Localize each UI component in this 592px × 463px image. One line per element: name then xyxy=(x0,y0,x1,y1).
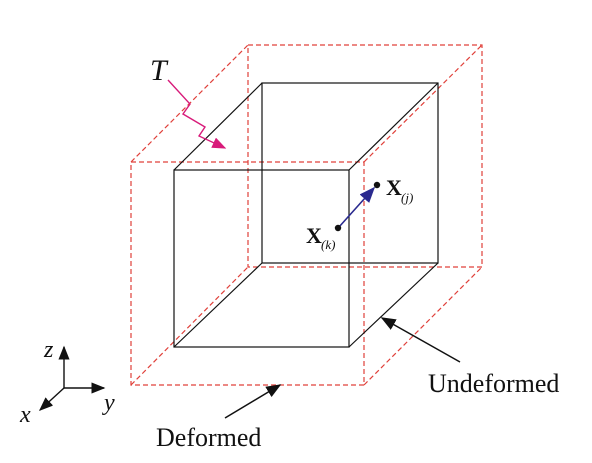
undeformed-pointer-arrow xyxy=(380,317,461,363)
deformed-label: Deformed xyxy=(156,423,261,452)
axis-z-label: z xyxy=(43,337,54,363)
point-j-subscript: (j) xyxy=(401,190,413,205)
deformed-box xyxy=(130,44,483,386)
undeformed-label: Undeformed xyxy=(428,369,559,398)
point-k-dot xyxy=(334,224,342,232)
axis-x-label: x xyxy=(19,402,31,428)
deformed-pointer-arrow xyxy=(224,384,282,419)
coordinate-axes xyxy=(38,345,106,411)
axis-y-label: y xyxy=(102,390,115,416)
undeformed-box xyxy=(173,82,439,348)
point-j-label: X xyxy=(386,175,402,200)
point-j-dot xyxy=(373,181,381,189)
point-k-label: X xyxy=(306,223,322,248)
position-vector-arrow xyxy=(338,186,376,228)
temperature-label: T xyxy=(150,54,169,87)
point-k-subscript: (k) xyxy=(321,237,335,252)
temperature-arrow xyxy=(167,79,227,149)
